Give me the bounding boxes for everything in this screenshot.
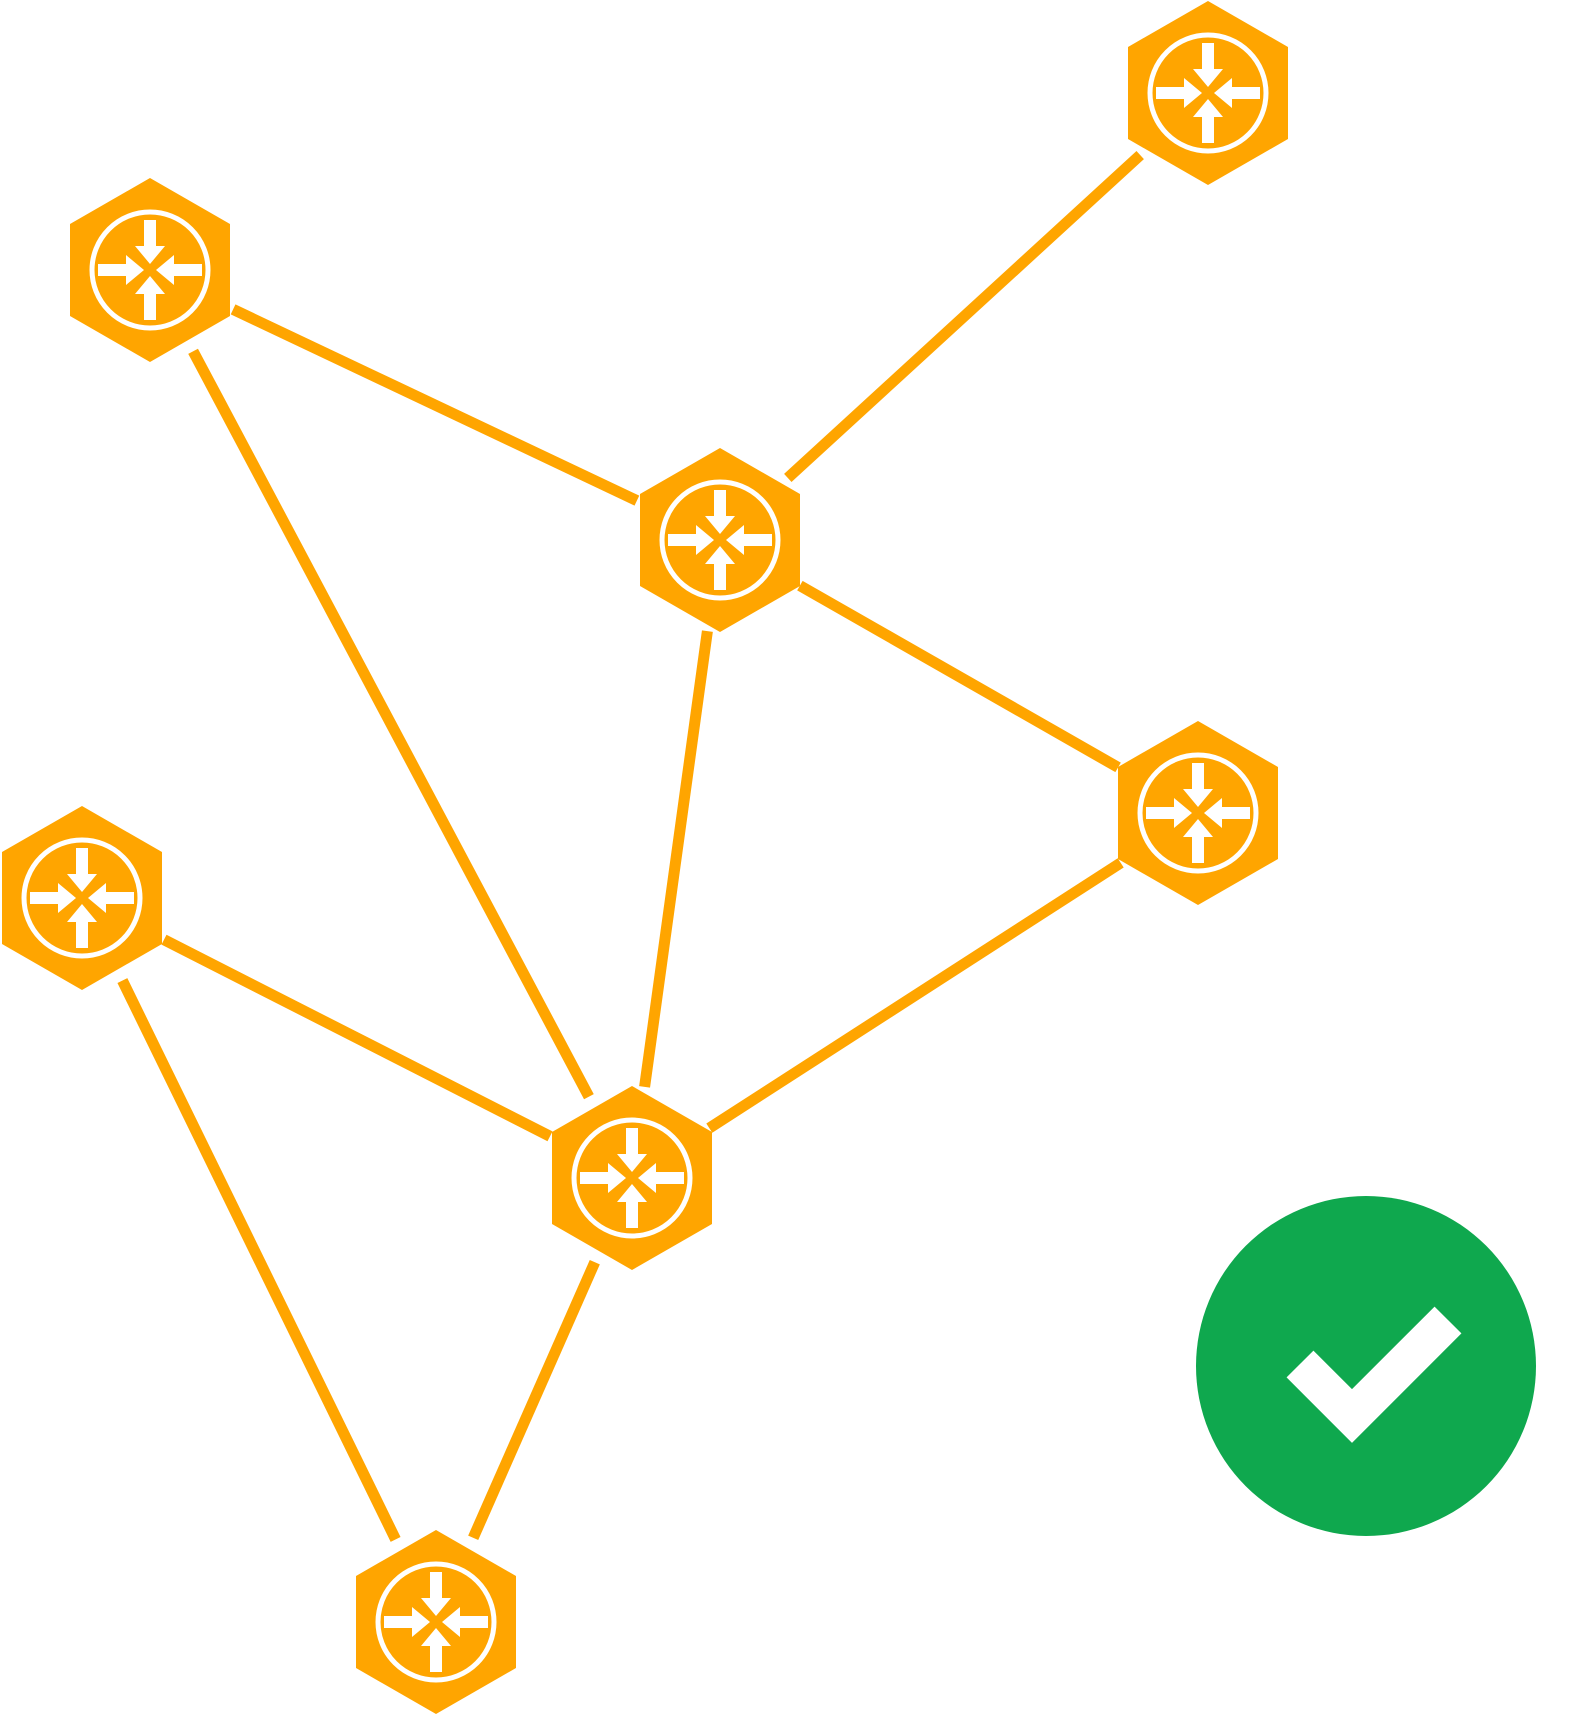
status-badge: [1196, 1196, 1536, 1536]
router-e-router-icon: [2, 806, 162, 990]
router-d-router-icon: [1118, 721, 1278, 905]
router-a-router-icon: [70, 178, 230, 362]
router-g-router-icon: [356, 1530, 516, 1714]
link-router-e-router-g: [117, 978, 401, 1542]
link-router-a-router-c: [230, 304, 640, 506]
link-router-e-router-f: [161, 934, 553, 1142]
nodes-layer: [2, 1, 1288, 1714]
link-router-d-router-f: [706, 858, 1124, 1133]
link-router-c-router-f: [639, 630, 713, 1088]
router-b-router-icon: [1128, 1, 1288, 185]
router-c-router-icon: [640, 448, 800, 632]
link-router-b-router-c: [784, 151, 1144, 482]
router-f-router-icon: [552, 1086, 712, 1270]
status-circle: [1196, 1196, 1536, 1536]
link-router-c-router-d: [797, 580, 1121, 773]
checkmark-icon: [1286, 1306, 1462, 1443]
link-router-a-router-f: [188, 348, 594, 1100]
link-router-f-router-g: [468, 1259, 600, 1541]
links-layer: [117, 151, 1144, 1542]
